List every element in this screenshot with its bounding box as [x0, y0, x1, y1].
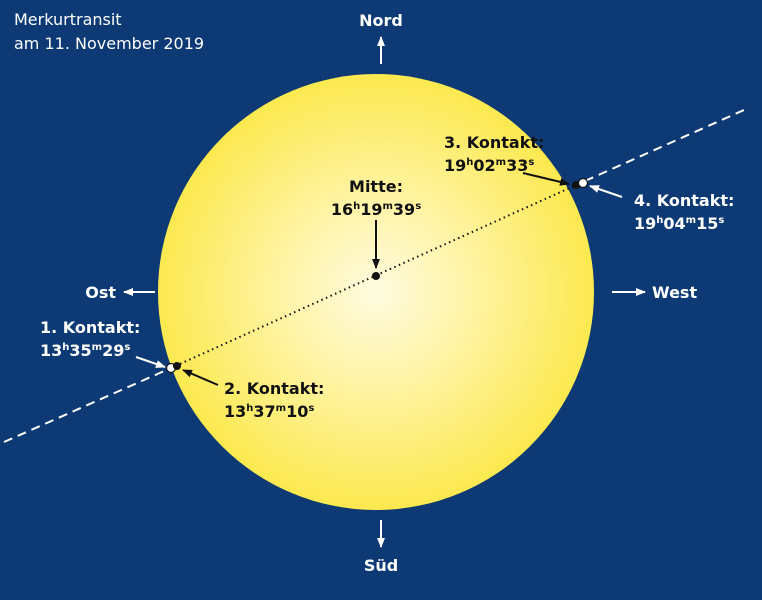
- contact-3-arrow: [522, 172, 570, 186]
- path-outside-west: [584, 109, 745, 182]
- contact-2-time: 13h37m10s: [224, 402, 314, 421]
- sun-disk: [158, 74, 594, 510]
- contact-4-arrow: [589, 185, 623, 198]
- east-label: Ost: [85, 283, 116, 302]
- west-label: West: [652, 283, 697, 302]
- midpoint-marker: [372, 272, 380, 280]
- contact-1-arrow: [135, 356, 166, 368]
- contact-2-arrow: [182, 369, 219, 386]
- contact-4-marker: [577, 177, 589, 189]
- contact-4-time: 19h04m15s: [634, 214, 724, 233]
- contact-1-label: 1. Kontakt:: [40, 318, 140, 337]
- title-line-2: am 11. November 2019: [14, 34, 204, 53]
- path-inside-sun: [170, 180, 586, 369]
- contact-4-label: 4. Kontakt:: [634, 191, 734, 210]
- contact-2-label: 2. Kontakt:: [224, 379, 324, 398]
- south-label: Süd: [364, 556, 398, 575]
- contact-2-marker: [173, 362, 181, 370]
- contact-3-time: 19h02m33s: [444, 156, 534, 175]
- north-label: Nord: [359, 11, 403, 30]
- midpoint-time: 16h19m39s: [331, 200, 421, 219]
- title-line-1: Merkurtransit: [14, 10, 122, 29]
- contact-1-time: 13h35m29s: [40, 341, 130, 360]
- path-outside-east: [3, 367, 172, 443]
- midpoint-label: Mitte:: [349, 177, 403, 196]
- contact-3-label: 3. Kontakt:: [444, 133, 544, 152]
